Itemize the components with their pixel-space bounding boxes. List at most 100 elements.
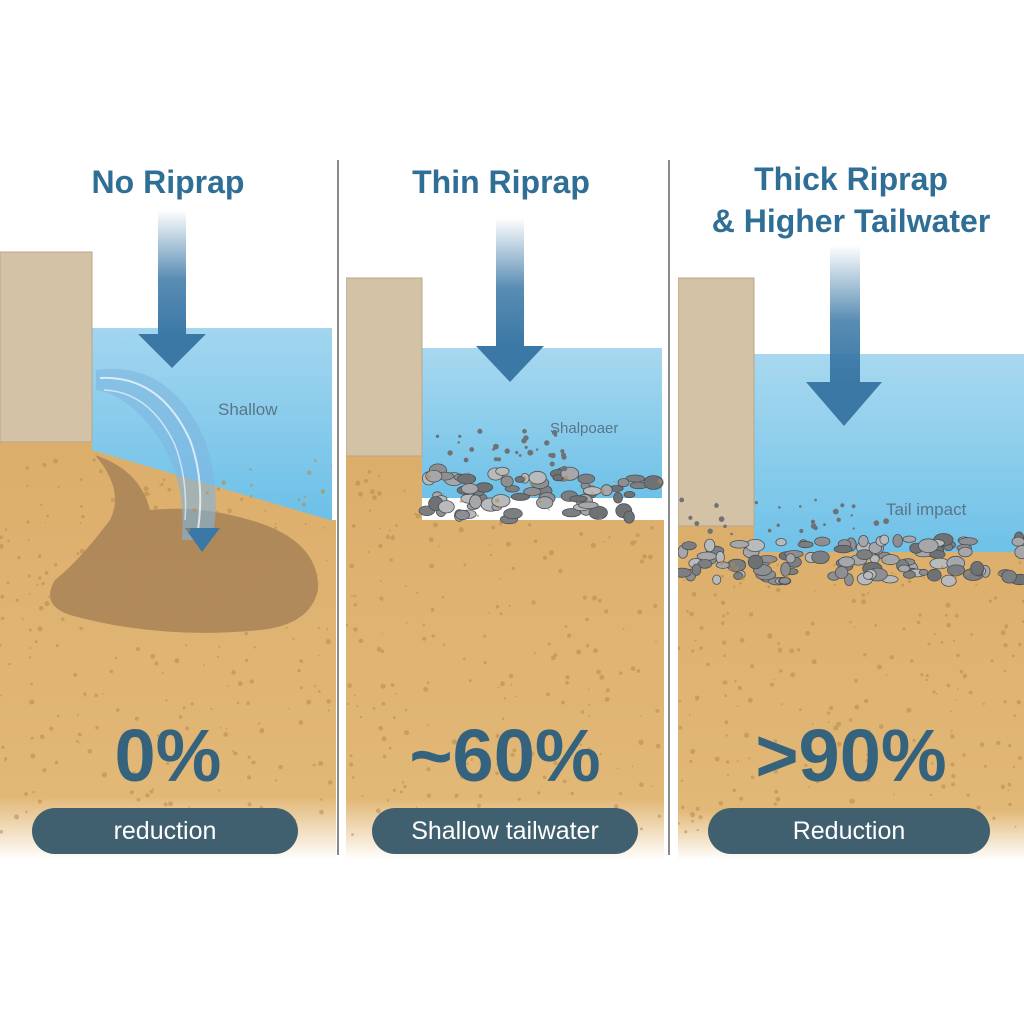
sand-speckle	[30, 682, 33, 686]
sand-speckle	[590, 542, 596, 549]
sand-speckle	[916, 620, 921, 625]
sand-speckle	[499, 612, 503, 616]
sand-speckle	[203, 664, 205, 667]
riprap-stone	[958, 537, 978, 546]
sand-speckle	[476, 514, 480, 518]
sand-speckle	[922, 745, 925, 748]
sand-speckle	[877, 664, 882, 670]
sand-speckle	[854, 704, 860, 710]
riprap-pebble	[754, 501, 758, 505]
sand-speckle	[81, 514, 85, 519]
sand-speckle	[201, 605, 204, 607]
riprap-stone	[833, 544, 853, 554]
panel-2-illustration	[346, 218, 664, 860]
concrete-wall	[678, 277, 755, 527]
sand-speckle	[116, 486, 122, 492]
sand-speckle	[599, 674, 605, 680]
sand-speckle	[503, 697, 507, 700]
sand-speckle	[4, 528, 8, 531]
sand-speckle	[154, 626, 158, 629]
reduction-pill: Shallow tailwater	[372, 808, 638, 854]
sand-speckle	[404, 730, 409, 736]
sand-speckle	[696, 828, 699, 832]
sand-speckle	[920, 673, 924, 677]
sand-speckle	[69, 607, 74, 612]
sand-speckle	[944, 613, 948, 617]
riprap-stone	[958, 546, 973, 558]
sand-speckle	[25, 466, 30, 470]
sand-speckle	[376, 646, 382, 652]
riprap-stone	[454, 509, 470, 521]
sand-speckle	[42, 768, 47, 773]
panel-title: Thin Riprap	[346, 162, 656, 202]
panel-divider	[668, 160, 670, 855]
sand-speckle	[510, 752, 515, 757]
concrete-wall	[0, 251, 93, 443]
riprap-stone	[814, 536, 831, 547]
sand-speckle	[736, 705, 739, 708]
sand-speckle	[850, 798, 855, 804]
sand-speckle	[720, 574, 724, 578]
sand-speckle	[605, 688, 610, 693]
riprap-pebble	[469, 447, 475, 452]
sand-speckle	[910, 659, 914, 663]
sand-speckle	[454, 793, 459, 798]
sand-speckle	[551, 655, 556, 661]
sand-speckle	[650, 526, 654, 530]
sand-speckle	[355, 480, 361, 486]
sand-speckle	[369, 509, 372, 512]
sand-speckle	[777, 642, 781, 645]
sand-speckle	[495, 733, 500, 738]
sand-speckle	[431, 634, 435, 638]
sand-speckle	[739, 796, 744, 801]
sand-speckle	[231, 670, 236, 675]
sand-speckle	[811, 723, 814, 725]
sand-speckle	[151, 517, 156, 522]
sand-speckle	[854, 678, 858, 683]
sand-speckle	[500, 681, 505, 687]
sand-speckle	[430, 469, 433, 472]
sand-speckle	[358, 491, 363, 497]
sand-speckle	[351, 594, 354, 597]
riprap-stone	[879, 534, 890, 545]
sand-speckle	[205, 555, 209, 559]
reduction-percent: 0%	[114, 714, 222, 797]
sand-speckle	[49, 726, 54, 731]
riprap-pebble	[723, 524, 727, 529]
sand-speckle	[619, 792, 623, 795]
sand-speckle	[489, 553, 493, 557]
sand-speckle	[542, 775, 547, 780]
riprap-stone	[733, 571, 744, 580]
sand-speckle	[600, 489, 605, 494]
sand-speckle	[351, 524, 356, 528]
sand-speckle	[403, 490, 406, 493]
sand-speckle	[866, 752, 870, 756]
sand-speckle	[37, 799, 42, 804]
riprap-layer-thick	[678, 497, 1024, 587]
sand-speckle	[28, 656, 32, 659]
riprap-pebble	[873, 520, 880, 526]
riprap-pebble	[527, 449, 534, 456]
sand-speckle	[586, 644, 590, 648]
scour-arrow-icon	[185, 528, 220, 552]
sand-speckle	[923, 773, 926, 776]
sand-speckle	[225, 727, 228, 730]
sand-speckle	[950, 730, 953, 733]
sand-speckle	[747, 697, 753, 703]
sand-speckle	[993, 596, 998, 600]
sand-speckle	[736, 760, 739, 763]
sand-speckle	[590, 484, 594, 488]
sand-speckle	[748, 612, 754, 617]
down-arrow-icon	[138, 334, 206, 368]
sand-speckle	[483, 634, 487, 638]
riprap-stone	[536, 496, 554, 510]
riprap-stone	[528, 470, 547, 485]
riprap-stone	[500, 475, 514, 488]
sand-speckle	[7, 539, 11, 543]
sand-speckle	[1007, 782, 1012, 787]
riprap-pebble	[852, 527, 855, 530]
sand-speckle	[597, 598, 602, 603]
riprap-stone	[863, 571, 874, 580]
sand-speckle	[312, 573, 318, 578]
sand-speckle	[678, 646, 681, 651]
